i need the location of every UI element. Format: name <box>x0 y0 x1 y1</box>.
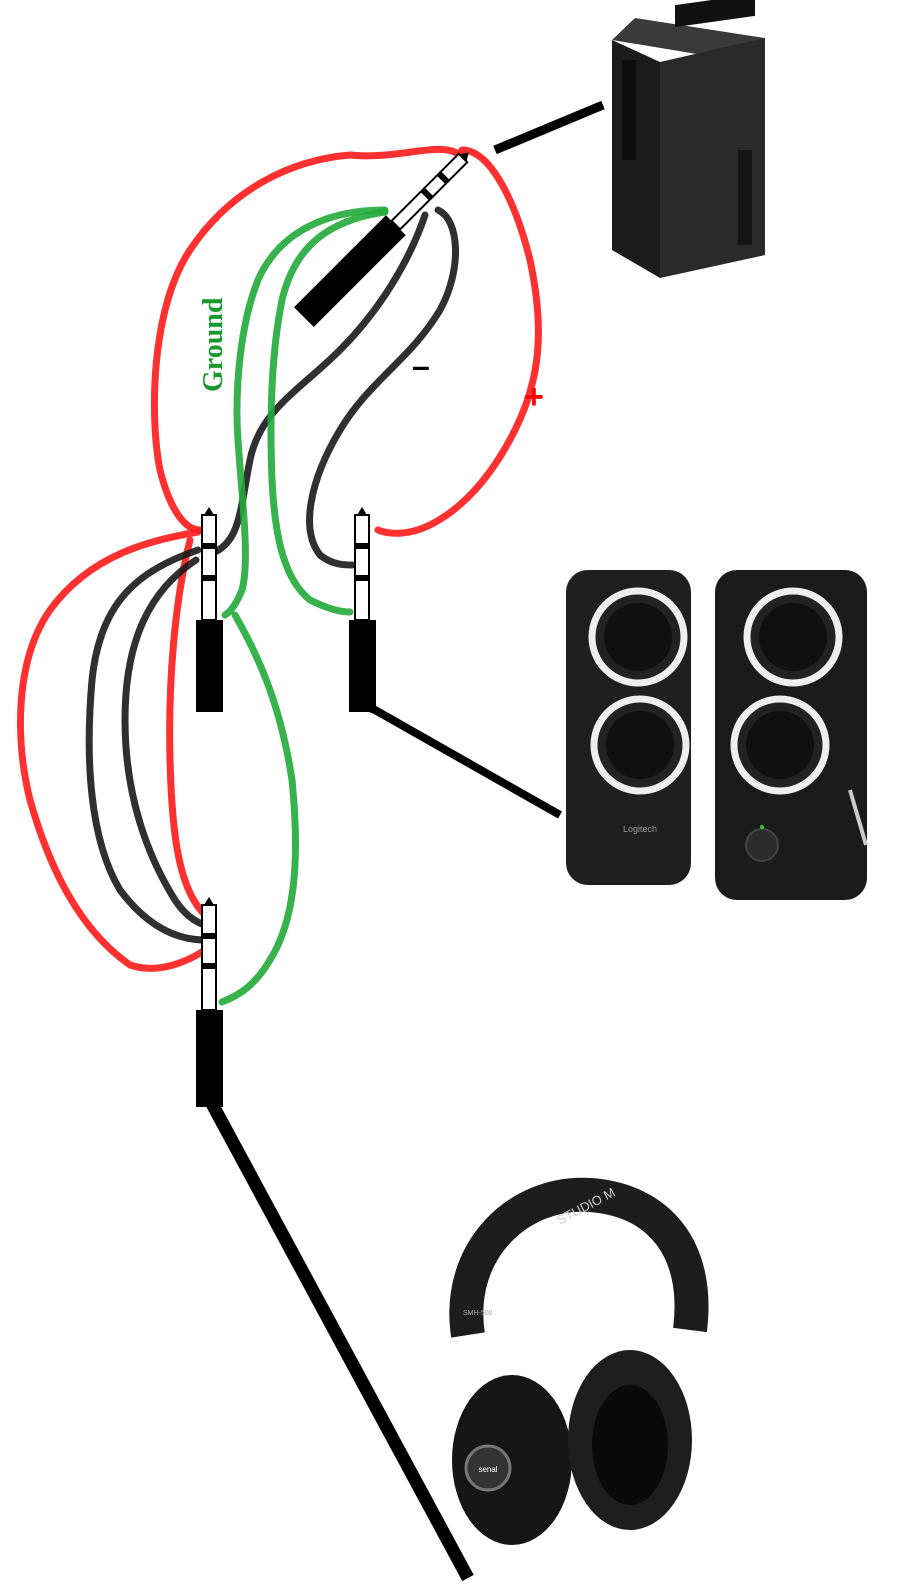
svg-text:SMH-500: SMH-500 <box>463 1310 493 1317</box>
computer-cable <box>493 100 605 155</box>
headphones-icon: STUDIO M SMH-500 senal <box>449 1177 709 1545</box>
computer-tower-icon <box>612 0 765 278</box>
plug-computer <box>294 152 469 327</box>
positive-label: + <box>524 378 544 416</box>
negative-label: – <box>412 348 430 384</box>
headphone-cable <box>204 1096 474 1582</box>
speakers-icon: Logitech <box>566 570 868 900</box>
ground-label: Ground <box>198 297 229 392</box>
ground-wires <box>218 206 389 1006</box>
plug-splitter-left <box>196 507 223 712</box>
svg-text:Logitech: Logitech <box>623 824 657 834</box>
speaker-cable <box>360 701 562 819</box>
negative-wires <box>85 206 459 944</box>
plug-headphones <box>196 897 223 1107</box>
svg-text:senal: senal <box>478 1465 497 1474</box>
plug-speakers <box>349 507 376 712</box>
positive-wires <box>16 145 542 972</box>
